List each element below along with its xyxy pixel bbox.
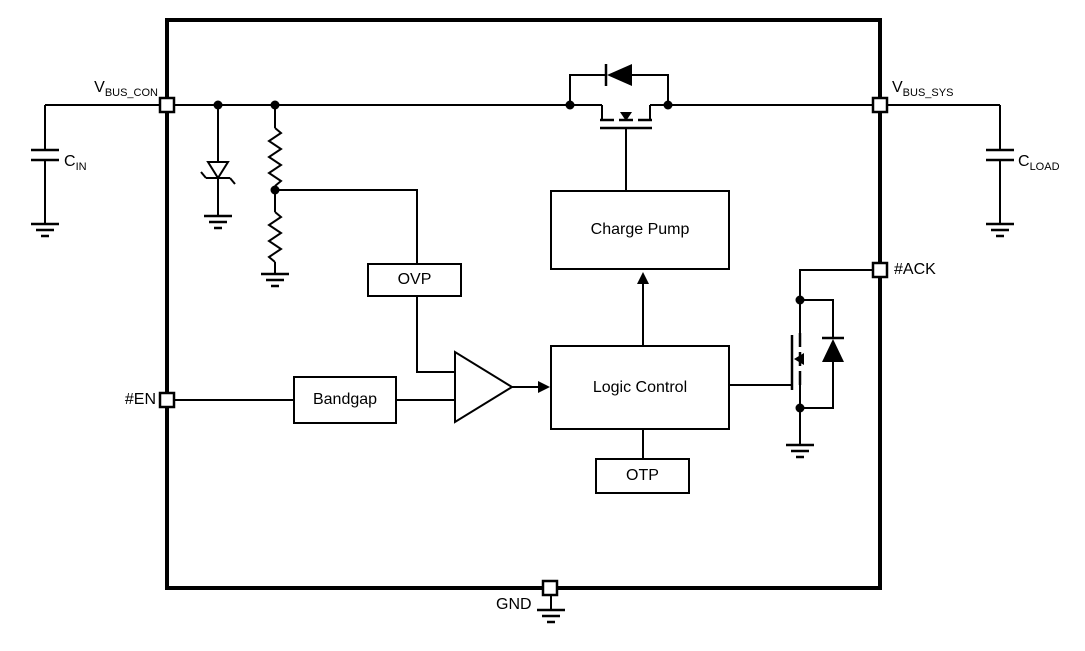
cin-label-main: C bbox=[64, 153, 76, 170]
bandgap-block-label: Bandgap bbox=[312, 391, 378, 408]
vbus-con-label-sub: BUS_CON bbox=[104, 87, 158, 100]
vbus-sys-label-main: V bbox=[892, 79, 903, 96]
pass-fet-icon bbox=[600, 112, 652, 130]
pin-ack bbox=[871, 261, 889, 279]
charge-pump-block-label: Charge Pump bbox=[590, 221, 690, 238]
pin-pads bbox=[158, 96, 889, 597]
zener-diode-icon bbox=[200, 161, 236, 185]
ground-icons bbox=[31, 214, 1014, 624]
vbus-sys-label: VBUS_SYS bbox=[892, 79, 953, 99]
otp-block: OTP bbox=[595, 458, 690, 494]
ack-body-diode-icon bbox=[822, 336, 844, 362]
vbus-con-label: VBUS_CON bbox=[72, 79, 158, 99]
ack-label: #ACK bbox=[894, 261, 936, 278]
junction-dots bbox=[213, 100, 805, 413]
en-label: #EN bbox=[124, 391, 156, 408]
pin-vbus-sys bbox=[871, 96, 889, 114]
pin-gnd bbox=[541, 579, 559, 597]
arrowheads bbox=[538, 272, 649, 393]
comparator-icon bbox=[454, 350, 514, 424]
gnd-label: GND bbox=[496, 596, 532, 613]
cload-capacitor-icon bbox=[986, 148, 1014, 162]
logic-control-block: Logic Control bbox=[550, 345, 730, 430]
pin-en bbox=[158, 391, 176, 409]
cin-label-sub: IN bbox=[75, 161, 87, 174]
bandgap-block: Bandgap bbox=[293, 376, 397, 424]
ack-fet-icon bbox=[790, 333, 804, 390]
vbus-con-label-main: V bbox=[94, 79, 105, 96]
logic-control-block-label: Logic Control bbox=[592, 378, 688, 396]
pin-vbus-con bbox=[158, 96, 176, 114]
body-diode-icon bbox=[604, 64, 632, 86]
wires bbox=[44, 74, 1001, 610]
vbus-sys-label-sub: BUS_SYS bbox=[902, 87, 954, 100]
otp-block-label: OTP bbox=[626, 467, 659, 484]
ovp-block-label: OVP bbox=[397, 271, 432, 288]
cload-label-sub: LOAD bbox=[1029, 161, 1060, 174]
cload-label-main: C bbox=[1018, 153, 1030, 170]
ovp-block: OVP bbox=[367, 263, 462, 297]
cload-label: CLOAD bbox=[1018, 153, 1060, 173]
chip-outline bbox=[165, 18, 882, 590]
cin-capacitor-icon bbox=[31, 148, 59, 162]
charge-pump-block: Charge Pump bbox=[550, 190, 730, 270]
cin-label: CIN bbox=[64, 153, 87, 173]
